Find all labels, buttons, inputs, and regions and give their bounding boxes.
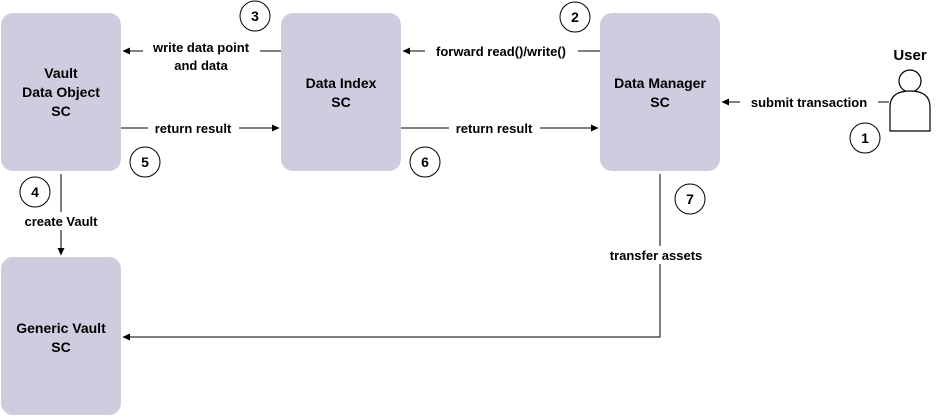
svg-text:3: 3 bbox=[251, 8, 259, 24]
return-result-label-1: return result bbox=[155, 121, 232, 136]
data-manager-label-2: SC bbox=[650, 94, 669, 110]
create-vault-label: create Vault bbox=[25, 214, 99, 229]
svg-text:5: 5 bbox=[141, 154, 149, 170]
return-result-label-2: return result bbox=[456, 121, 533, 136]
step-marker-2: 2 bbox=[559, 1, 591, 33]
edge-label-bg bbox=[740, 94, 878, 111]
generic-vault-label-1: Generic Vault bbox=[16, 320, 106, 336]
edge-label-bg bbox=[449, 120, 540, 137]
step-marker-1: 1 bbox=[849, 122, 881, 154]
svg-text:6: 6 bbox=[421, 154, 429, 170]
data-index-label-1: Data Index bbox=[306, 75, 377, 91]
user-icon bbox=[889, 69, 931, 132]
transfer-assets-label: transfer assets bbox=[610, 248, 703, 263]
edge-transfer-assets bbox=[122, 174, 661, 341]
step-marker-5: 5 bbox=[129, 146, 161, 178]
edge-label-bg bbox=[143, 39, 260, 73]
vault-data-object-node bbox=[1, 13, 121, 171]
edge-label-bg bbox=[17, 212, 105, 230]
forward-label: forward read()/write() bbox=[436, 44, 566, 59]
vault-data-object-label-3: SC bbox=[51, 103, 70, 119]
edge-label-bg bbox=[425, 43, 578, 60]
svg-text:4: 4 bbox=[31, 184, 39, 200]
edge-label-bg bbox=[600, 246, 712, 264]
svg-text:7: 7 bbox=[686, 191, 694, 207]
data-manager-node bbox=[600, 13, 720, 171]
step-marker-7: 7 bbox=[674, 183, 706, 215]
step-marker-4: 4 bbox=[19, 176, 51, 208]
step-marker-3: 3 bbox=[239, 0, 271, 32]
vault-data-object-label-1: Vault bbox=[44, 65, 78, 81]
data-index-label-2: SC bbox=[331, 94, 350, 110]
submit-transaction-label: submit transaction bbox=[751, 95, 867, 110]
data-index-node bbox=[281, 13, 401, 171]
vault-data-object-label-2: Data Object bbox=[22, 84, 100, 100]
edge-label-bg bbox=[148, 120, 239, 137]
step-marker-6: 6 bbox=[409, 146, 441, 178]
write-label-line-1: write data point bbox=[152, 40, 250, 55]
write-label-line-2: and data bbox=[174, 58, 228, 73]
svg-text:2: 2 bbox=[571, 9, 579, 25]
svg-text:1: 1 bbox=[861, 130, 869, 146]
generic-vault-label-2: SC bbox=[51, 339, 70, 355]
data-manager-label-1: Data Manager bbox=[614, 75, 706, 91]
generic-vault-node bbox=[1, 257, 121, 415]
user-label: User bbox=[893, 47, 927, 64]
